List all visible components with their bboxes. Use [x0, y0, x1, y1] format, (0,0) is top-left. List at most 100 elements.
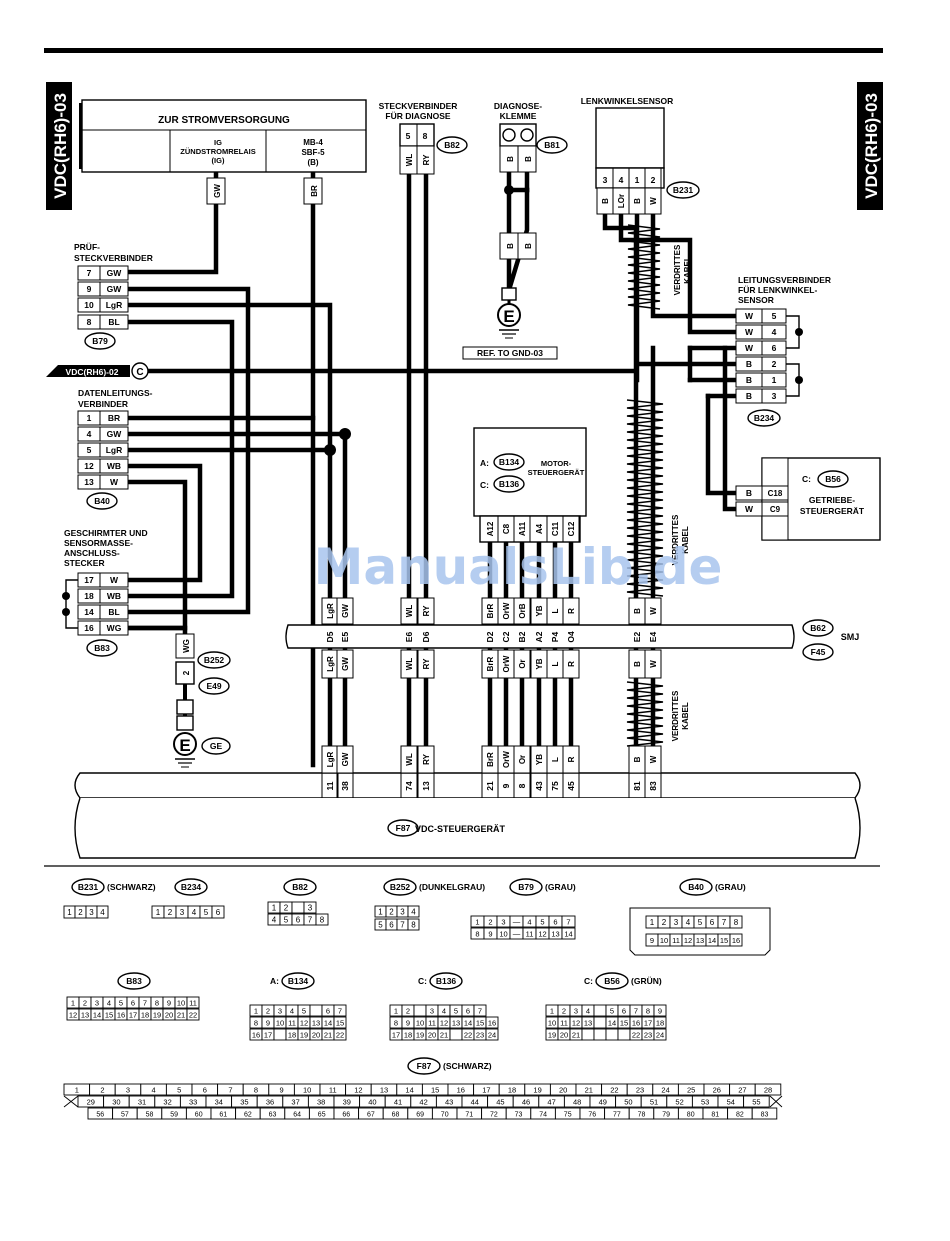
smj-pin-P4: P4 — [550, 632, 560, 643]
b82_r1-cell-3 — [303, 901, 317, 914]
b136_r2-cell-8 — [485, 1016, 499, 1029]
leit-pin-1-color: B — [746, 375, 752, 385]
smj-above-wire-3-box — [417, 597, 435, 625]
lenk-pin-2: 2 — [651, 175, 656, 185]
svg-text:BR: BR — [310, 185, 319, 197]
datenleitung-pin-5-color-box — [99, 442, 129, 458]
vdc-wire-3: RY — [422, 753, 431, 764]
b56_r3-pin-2: 21 — [572, 1031, 580, 1040]
datenleitung-pin-4-number: 4 — [87, 429, 92, 439]
b56_r2-cell-4 — [593, 1016, 607, 1029]
motor-pin-C8: C8 — [502, 523, 511, 534]
f87_r1-pin-24: 25 — [687, 1086, 695, 1095]
svg-text:8: 8 — [423, 131, 428, 141]
b134_r2-pin-7: 15 — [336, 1019, 344, 1028]
connectors_row2-3-suffix: (GRÜN) — [631, 976, 662, 986]
svg-text:E: E — [179, 736, 190, 755]
b40_r2-pin-6: 15 — [720, 936, 728, 945]
wires — [125, 169, 763, 768]
connectors_row2-2-id: B136 — [436, 976, 457, 986]
b79_r2-pin-7: 14 — [564, 930, 572, 939]
b134_r2-pin-2: 10 — [276, 1019, 284, 1028]
b40_r1-pin-4: 5 — [698, 918, 703, 927]
connectors_row1-0-suffix: (SCHWARZ) — [107, 882, 156, 892]
svg-text:KABEL: KABEL — [681, 702, 690, 730]
f87_r3-pin-3: 59 — [170, 1112, 178, 1119]
svg-text:B: B — [524, 243, 533, 249]
smj-above-wire-6-box — [513, 597, 531, 625]
b83_r1-pin-8: 9 — [167, 999, 171, 1008]
b134_r3-cell-7 — [333, 1028, 347, 1041]
b252_r2-pin-3: 8 — [411, 921, 416, 930]
svg-text:WG: WG — [182, 639, 191, 653]
b136_r1-pin-6: 6 — [466, 1007, 470, 1016]
svg-text:STEUERGERÄT: STEUERGERÄT — [800, 506, 865, 516]
b40_r1-pin-3: 4 — [686, 918, 691, 927]
f87_r3-pin-11: 67 — [367, 1112, 375, 1119]
smj-above-wire-2-box — [400, 597, 418, 625]
connectors_row1-3-id: B252 — [390, 882, 411, 892]
connectors_row2-3-prefix: C: — [584, 976, 593, 986]
b79_r1-pin-4: 4 — [527, 918, 531, 927]
b82_r2-pin-4: 8 — [320, 916, 325, 925]
f87_r3-pin-2: 58 — [146, 1112, 154, 1119]
smj-pin-O4: O4 — [566, 631, 576, 643]
f87_r2-pin-21: 50 — [624, 1098, 632, 1107]
f87_r1-pin-22: 23 — [636, 1086, 644, 1095]
b40_r2-cell-7 — [729, 933, 743, 947]
b134_r1-pin-3: 4 — [290, 1007, 294, 1016]
svg-text:VDC(RH6)-02: VDC(RH6)-02 — [66, 367, 119, 377]
power-supply-box: ZUR STROMVERSORGUNG IG ZÜNDSTROMRELAIS (… — [79, 99, 367, 173]
connectors_row1-5-badge — [679, 878, 713, 896]
smj-pin-E4: E4 — [648, 632, 658, 643]
f87_r1-pin-5: 6 — [203, 1086, 207, 1095]
b234-pin-4: 5 — [204, 908, 209, 917]
datenleitung-pin-12-number: 12 — [84, 461, 94, 471]
b83_r2-pin-5: 17 — [129, 1011, 137, 1020]
pruef-pin-10-color: LgR — [106, 300, 123, 310]
f87_r2-pin-23: 52 — [675, 1098, 683, 1107]
f87_r2-cell-26 — [743, 1095, 770, 1108]
f87_r3-pin-22: 78 — [638, 1112, 646, 1119]
f87_r1-pin-17: 18 — [508, 1086, 516, 1095]
b56_r1-pin-6: 6 — [622, 1007, 626, 1016]
b252_r1-pin-1: 2 — [389, 908, 394, 917]
datenleitung-pin-12-color-box — [99, 458, 129, 474]
b83_r1-pin-6: 7 — [143, 999, 147, 1008]
top-rule — [44, 48, 883, 53]
f87_r2-pin-17: 46 — [522, 1098, 530, 1107]
f87_r1-pin-4: 5 — [177, 1086, 181, 1095]
f87_r2-pin-10: 39 — [343, 1098, 351, 1107]
b134_r2-cell-7 — [333, 1016, 347, 1029]
svg-text:ANSCHLUSS-: ANSCHLUSS- — [64, 548, 120, 558]
smj-above-wire-1-box — [336, 597, 354, 625]
b136_r2-pin-3: 11 — [428, 1019, 436, 1028]
svg-text:(B): (B) — [307, 158, 318, 167]
pruef-pin-7-color: GW — [107, 268, 123, 278]
svg-text:B: B — [506, 156, 515, 162]
smj-pin-D5: D5 — [325, 631, 335, 642]
b134_r3-pin-7: 22 — [336, 1031, 344, 1040]
b136_r3-cell-8 — [485, 1028, 499, 1041]
b136_r3-pin-4: 21 — [440, 1031, 448, 1040]
pruef-pin-9-color: GW — [107, 284, 123, 294]
b56_r1-pin-7: 7 — [634, 1007, 638, 1016]
b40_r1-pin-0: 1 — [650, 918, 655, 927]
b134_r1-pin-0: 1 — [254, 1007, 258, 1016]
f87_r1-pin-20: 21 — [585, 1086, 593, 1095]
b56_r3-pin-1: 20 — [560, 1031, 568, 1040]
b252_r2-pin-1: 6 — [389, 921, 394, 930]
connectors_row1-4-badge — [509, 878, 543, 896]
b56_r3-pin-8: 23 — [644, 1031, 652, 1040]
b56_r2-pin-2: 12 — [572, 1019, 580, 1028]
b79_r2-pin-2: 10 — [499, 930, 507, 939]
leit-pin-5-color: W — [745, 311, 754, 321]
smj-pin-A2: A2 — [534, 631, 544, 642]
smj-below-wire-0: LgR — [326, 656, 335, 672]
f87_r1-pin-26: 27 — [738, 1086, 746, 1095]
svg-text:WL: WL — [405, 154, 414, 167]
b79_r2-pin-4: 11 — [526, 930, 534, 939]
getr-pin-C18-color: B — [746, 488, 752, 498]
